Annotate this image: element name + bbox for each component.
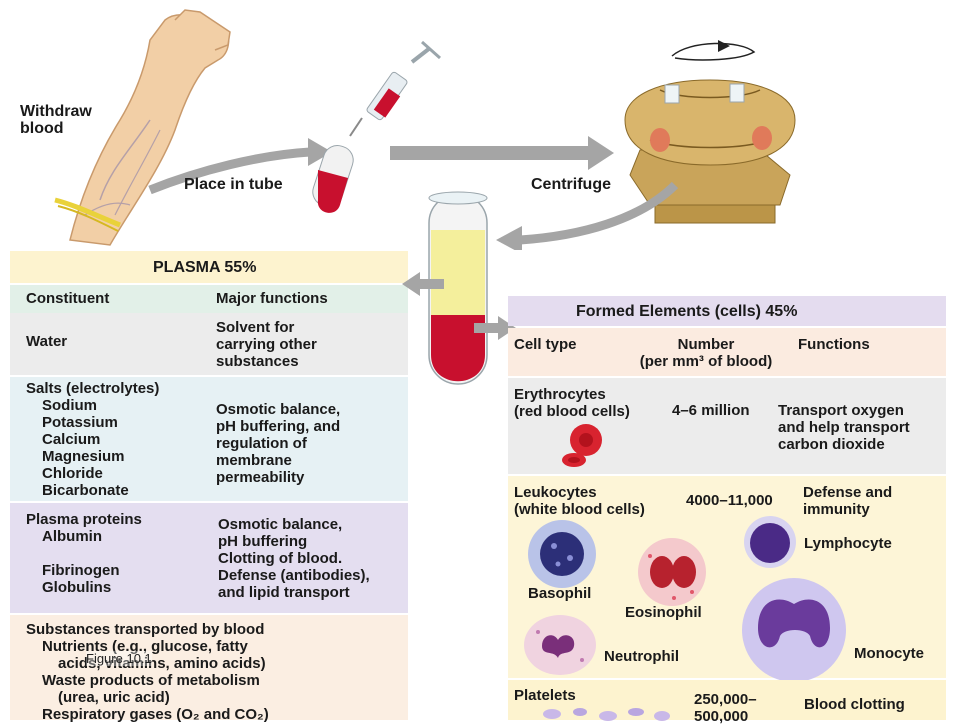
platelets-functions: Blood clotting — [804, 696, 905, 713]
col-constituent: Constituent — [26, 290, 110, 307]
withdraw-blood-label: Withdraw blood — [20, 103, 92, 137]
col-cell-type: Cell type — [514, 336, 577, 353]
syringe-illustration — [349, 40, 441, 137]
monocyte-icon — [742, 578, 846, 680]
monocyte-label: Monocyte — [854, 645, 925, 662]
eosinophil-label: Eosinophil — [625, 604, 702, 621]
col-major-functions: Major functions — [216, 290, 328, 307]
figure-overlay-label: Figure 10.1 — [86, 651, 152, 666]
basophil-label: Basophil — [528, 585, 592, 602]
salts-row: Salts (electrolytes) Sodium Potassium Ca… — [10, 377, 408, 501]
eosinophil-icon — [638, 538, 706, 606]
leukocytes-row: Leukocytes (white blood cells) 4000–11,0… — [508, 476, 946, 680]
arrow-to-formed — [474, 316, 516, 340]
proteins-row: Plasma proteins Albumin Fibrinogen Globu… — [10, 503, 408, 613]
water-functions: Solvent for carrying other substances — [216, 319, 317, 370]
platelets-name: Platelets — [514, 687, 576, 704]
centrifuge-illustration — [624, 79, 796, 224]
plasma-title: PLASMA 55% — [153, 259, 257, 276]
leukocytes-functions: Defense and immunity — [803, 484, 893, 518]
plasma-header: PLASMA 55% — [10, 251, 408, 283]
plasma-column-header: Constituent Major functions — [10, 283, 408, 313]
col-functions: Functions — [798, 336, 870, 353]
erythrocytes-row: Erythrocytes (red blood cells) 4–6 milli… — [508, 378, 946, 474]
neutrophil-label: Neutrophil — [604, 648, 679, 665]
arm-illustration — [54, 9, 231, 246]
small-tube-illustration — [312, 145, 354, 213]
platelets-row: Platelets 250,000– 500,000 Blood clottin… — [508, 680, 946, 725]
arrow-to-plasma — [402, 272, 444, 296]
leukocytes-name: Leukocytes (white blood cells) — [514, 484, 645, 518]
salts-functions: Osmotic balance, pH buffering, and regul… — [216, 401, 341, 486]
water-row: Water Solvent for carrying other substan… — [10, 313, 408, 375]
arrow-to-big-tube — [519, 181, 679, 245]
red-blood-cell-icon — [562, 424, 602, 467]
arrow-to-centrifuge — [390, 146, 590, 160]
formed-title: Formed Elements (cells) 45% — [576, 303, 798, 320]
place-in-tube-label: Place in tube — [184, 176, 283, 193]
arrow-to-tube — [148, 147, 311, 195]
proteins-list: Plasma proteins Albumin Fibrinogen Globu… — [26, 511, 142, 596]
rotation-arrow-icon — [671, 42, 756, 61]
formed-column-header: Cell type Number (per mm³ of blood) Func… — [508, 328, 946, 376]
basophil-icon — [528, 520, 596, 588]
process-illustration — [54, 9, 796, 250]
separated-blood-tube — [428, 191, 488, 385]
formed-header: Formed Elements (cells) 45% — [508, 296, 946, 326]
centrifuge-label: Centrifuge — [531, 176, 611, 193]
salts-list: Salts (electrolytes) Sodium Potassium Ca… — [26, 380, 160, 499]
substances-row: Substances transported by blood Nutrient… — [10, 615, 408, 723]
lymphocyte-label: Lymphocyte — [804, 535, 892, 552]
col-number: Number (per mm³ of blood) — [639, 336, 773, 370]
leukocytes-number: 4000–11,000 — [686, 492, 773, 509]
erythrocytes-name: Erythrocytes (red blood cells) — [514, 386, 630, 420]
substances-list: Substances transported by blood Nutrient… — [26, 621, 269, 723]
water-name: Water — [26, 333, 68, 350]
erythrocytes-functions: Transport oxygen and help transport carb… — [778, 402, 910, 453]
platelets-icon — [543, 708, 670, 721]
erythrocytes-number: 4–6 million — [672, 402, 750, 419]
neutrophil-icon — [524, 615, 596, 675]
lymphocyte-icon — [744, 516, 796, 568]
proteins-functions: Osmotic balance, pH buffering Clotting o… — [218, 516, 370, 601]
